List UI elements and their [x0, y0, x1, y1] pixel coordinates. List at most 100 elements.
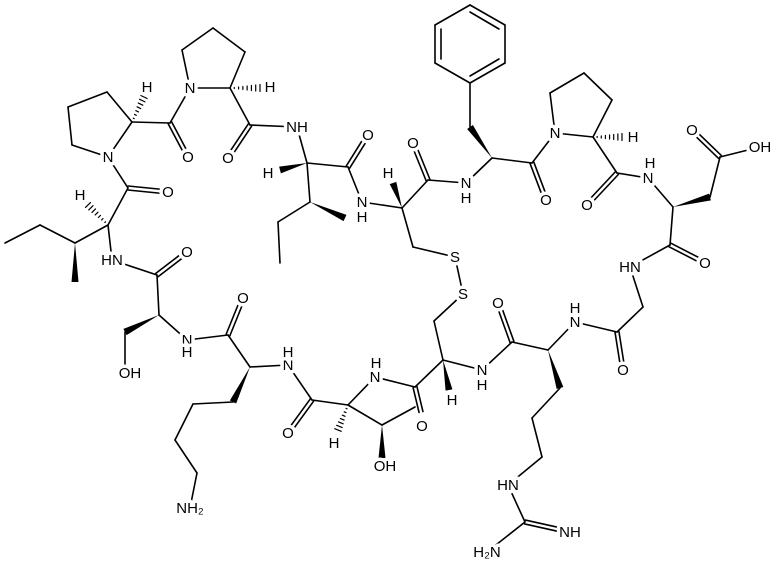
hash-bond: [341, 414, 346, 417]
atom-label: O: [162, 184, 174, 201]
atom-label: HN: [619, 259, 641, 276]
bond: [381, 406, 416, 426]
atom-label: HN: [101, 252, 123, 269]
hash-bond: [91, 208, 97, 214]
atom-label: O: [222, 150, 234, 167]
bond: [616, 172, 649, 179]
atom-label: O: [581, 197, 593, 214]
bond: [157, 252, 190, 278]
atom-label: H: [570, 300, 581, 317]
hash-bond: [339, 417, 345, 421]
atom-label: H: [371, 355, 382, 372]
bond: [192, 401, 234, 405]
bond: [412, 246, 456, 258]
bond: [491, 157, 533, 164]
atom-label: O: [362, 127, 374, 144]
atom-label: H: [182, 344, 193, 361]
atom-label: O: [237, 290, 249, 307]
bond: [296, 126, 308, 164]
bond: [107, 224, 113, 261]
bond: [416, 385, 424, 413]
atom-label: O: [492, 295, 504, 312]
bond: [107, 187, 129, 226]
hash-bond: [100, 217, 104, 221]
bond: [181, 49, 191, 89]
bond: [614, 331, 622, 372]
bond: [74, 224, 109, 244]
bond: [719, 146, 761, 158]
bond: [170, 121, 191, 157]
bond: [469, 4, 506, 26]
atom-label: O: [699, 255, 711, 272]
atom-label: H: [477, 377, 488, 394]
bond: [107, 156, 129, 189]
bond: [433, 320, 444, 361]
bond: [618, 330, 626, 371]
atom-label: N: [370, 369, 381, 386]
atom-label: O: [617, 362, 629, 379]
bond: [401, 207, 414, 248]
bond: [481, 341, 513, 371]
bond: [167, 123, 188, 159]
bond: [549, 72, 585, 94]
atom-label: N: [570, 314, 581, 331]
bond: [4, 224, 41, 244]
bond: [285, 398, 312, 433]
bond: [311, 399, 349, 406]
bond: [189, 472, 198, 509]
bond: [709, 156, 721, 198]
wedge-bond: [123, 315, 159, 336]
wedge-bond: [279, 163, 307, 174]
bond: [587, 173, 620, 208]
atom-label: N: [461, 175, 472, 192]
atom-label: H: [383, 165, 394, 182]
bond: [531, 417, 543, 458]
bond: [288, 400, 315, 435]
bond: [186, 334, 229, 341]
atom-label: N: [283, 357, 294, 374]
bond: [629, 266, 644, 308]
bond: [469, 11, 500, 30]
atom-label: H: [645, 155, 656, 172]
bond: [533, 161, 549, 201]
bond: [374, 376, 416, 388]
bond: [67, 106, 73, 146]
bond: [127, 189, 169, 195]
bond: [427, 179, 467, 184]
atom-label: N: [643, 170, 654, 187]
atom-label: H: [447, 392, 458, 409]
atom-label: H: [283, 344, 294, 361]
atom-label: N: [477, 362, 488, 379]
bond: [692, 127, 723, 157]
bond: [401, 179, 429, 209]
bond: [554, 132, 594, 138]
hash-bond: [140, 94, 148, 100]
bond: [131, 121, 171, 124]
hash-bond: [84, 201, 92, 209]
hash-bond: [343, 411, 347, 414]
bond: [486, 521, 526, 553]
bond: [228, 125, 253, 160]
bond: [227, 334, 251, 368]
bond: [549, 92, 556, 134]
bond: [547, 321, 576, 351]
wedge-bond: [229, 367, 250, 404]
atom-label: O: [540, 192, 552, 209]
atom-label: NH: [559, 524, 581, 541]
hash-bond: [138, 98, 146, 103]
bond: [169, 87, 191, 124]
atom-label: H: [628, 129, 639, 146]
bond: [531, 387, 561, 419]
bond: [156, 274, 160, 316]
bond: [229, 51, 246, 89]
atom-label: O: [416, 418, 428, 435]
bond: [669, 206, 674, 246]
wedge-bond: [467, 124, 492, 158]
atom-label: NH₂: [176, 500, 204, 517]
bond: [347, 376, 376, 406]
bond: [347, 166, 363, 203]
bond: [410, 142, 427, 182]
atom-label: H: [461, 190, 472, 207]
hash-bond: [133, 113, 137, 116]
bond: [39, 224, 76, 244]
